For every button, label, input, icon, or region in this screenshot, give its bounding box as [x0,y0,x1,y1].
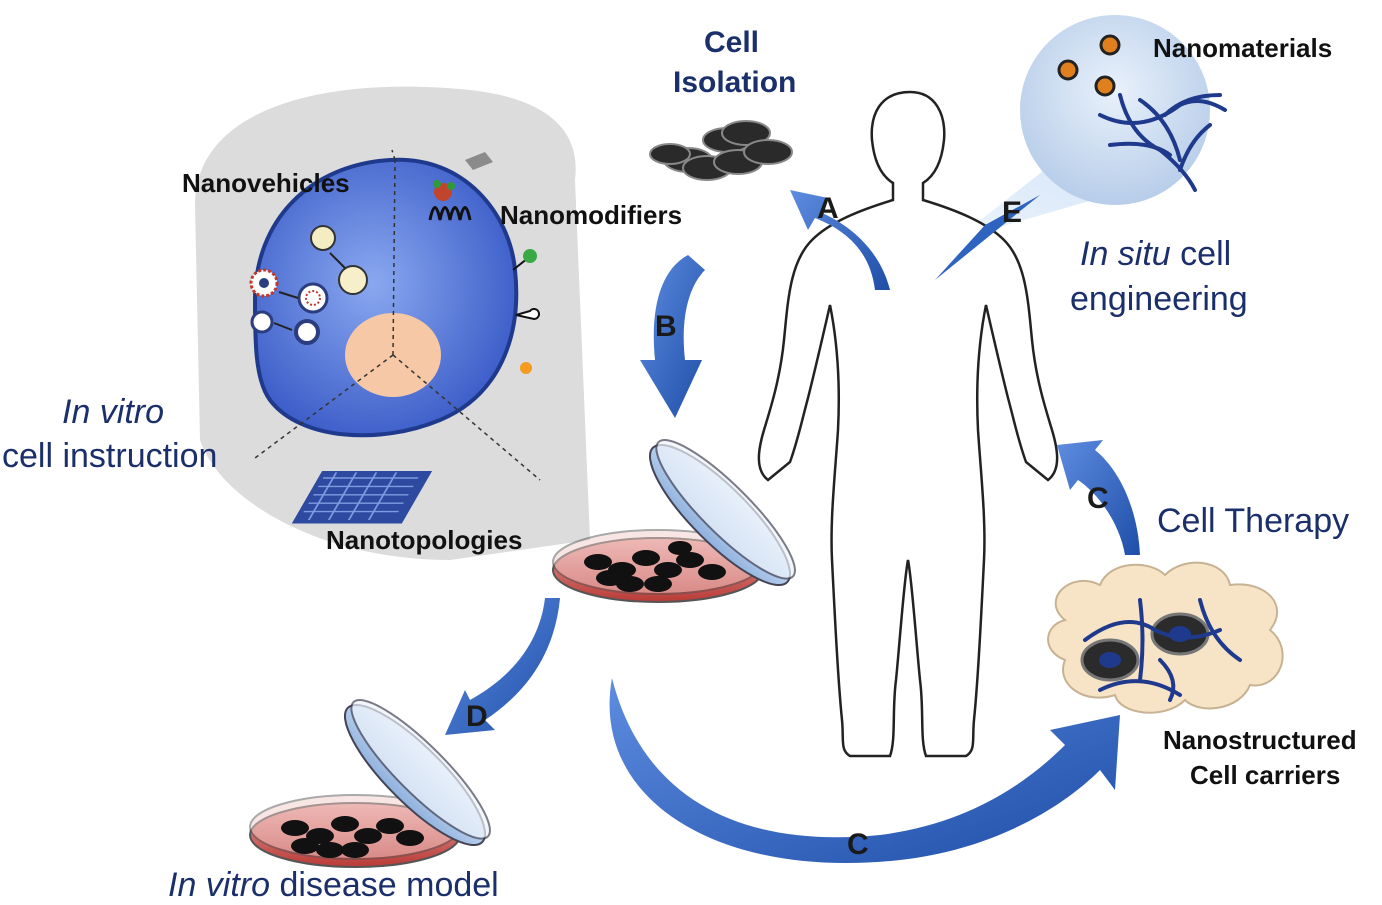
arrows [445,190,1140,864]
nanomodifier-receptors [428,152,540,374]
label-nanostructured-1: Nanostructured [1163,725,1357,755]
petri-dish-main [552,439,796,603]
label-nanomaterials: Nanomaterials [1153,33,1333,63]
arrow-d [445,598,560,735]
label-cell-isolation-1: Cell [704,26,760,59]
isolated-cells [649,120,793,181]
label-nanovehicles: Nanovehicles [182,168,350,198]
arrow-label-b: B [655,310,677,343]
label-in-vitro-instruction: In vitro [62,393,165,431]
label-disease-model-italic: In vitro [168,866,271,904]
arrow-label-c-bottom: C [847,828,869,861]
label-in-situ: In situ cell [1080,235,1231,274]
cell-carrier-scaffold [1047,561,1284,714]
label-nanomodifiers: Nanomodifiers [500,200,683,230]
label-in-situ-rest: cell [1170,235,1232,273]
label-disease-model-rest: disease model [270,866,499,904]
label-cell-isolation-2: Isolation [673,66,797,99]
label-nanostructured-2: Cell carriers [1190,760,1341,790]
sector-dividers [254,149,541,481]
human-body-outline [757,90,1059,758]
arrow-a [790,190,890,290]
label-engineering: engineering [1070,280,1248,318]
label-in-situ-italic: In situ [1080,235,1171,273]
arrow-c-right [1057,440,1140,555]
arrow-label-e: E [1002,196,1023,229]
label-disease-model: In vitro disease model [168,866,499,905]
arrow-b [640,255,705,418]
label-cell-instruction: cell instruction [2,437,218,475]
nanotopology-surface [291,471,433,524]
arrow-e [935,195,1040,280]
petri-dish-disease-model [249,699,491,868]
nanomaterials-bubble [955,15,1227,240]
arrow-c-bottom [609,678,1120,864]
nanovehicle-particles [249,225,368,345]
arrow-label-d: D [466,700,488,733]
arrow-label-a: A [817,192,839,225]
label-cell-therapy: Cell Therapy [1157,502,1350,540]
label-nanotopologies: Nanotopologies [326,525,523,555]
arrow-label-c-right: C [1087,482,1109,515]
